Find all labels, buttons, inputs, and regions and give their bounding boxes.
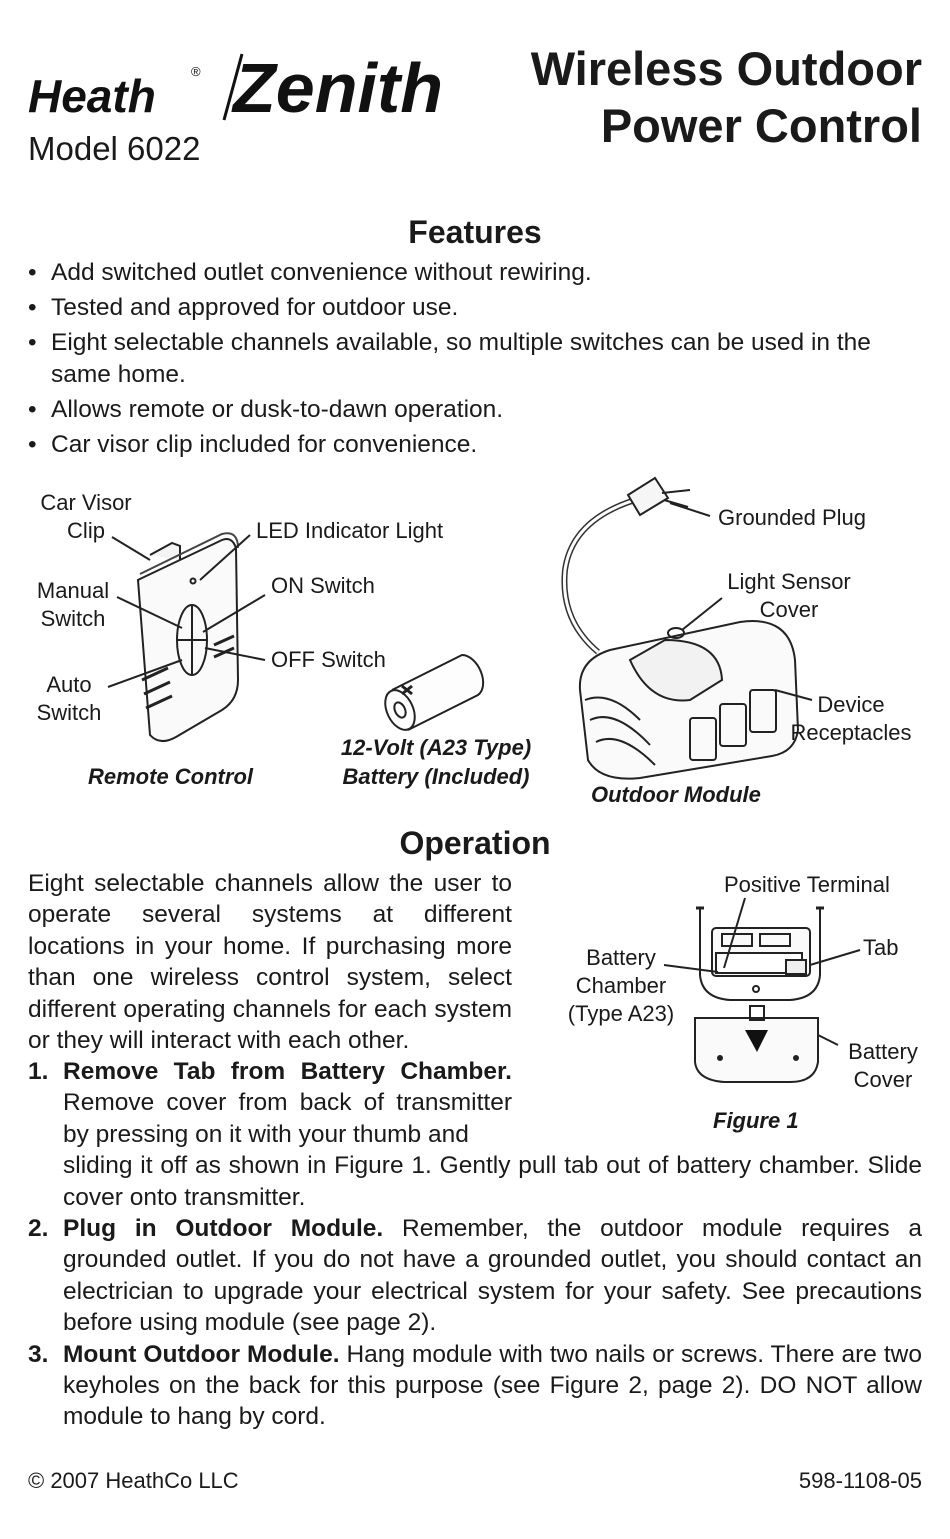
figure-1-drawing — [663, 897, 861, 1083]
outdoor-module-drawing — [561, 476, 800, 780]
step-number: 2. — [28, 1215, 49, 1243]
outdoor-module-caption: Outdoor Module — [591, 782, 761, 807]
step-text: Hang module with two nails or screws. Th… — [63, 1340, 922, 1431]
battery-caption-line1: 12-Volt (A23 Type) — [340, 735, 532, 760]
heath-zenith-logo: Heath ® Zenith — [28, 52, 443, 122]
logo-zenith-text: Zenith — [231, 52, 443, 122]
document-title: Wireless Outdoor Power Control — [531, 40, 922, 154]
car-visor-clip-label-line1: Car Visor — [40, 490, 132, 515]
title-line-1: Wireless Outdoor — [530, 42, 922, 95]
features-list: Add switched outlet convenience without … — [28, 257, 924, 464]
figure-1-caption: Figure 1 — [713, 1108, 799, 1133]
step-number: 3. — [28, 1340, 49, 1368]
light-sensor-cover-label-line1: Light Sensor — [727, 569, 851, 594]
battery-cover-label: Battery Cover — [840, 1038, 926, 1094]
manual-switch-label: Manual Switch — [28, 577, 118, 633]
light-sensor-cover-label: Light Sensor Cover — [716, 568, 862, 624]
operation-intro: Eight selectable channels allow the user… — [28, 870, 512, 1055]
feature-item: Allows remote or dusk-to-dawn operation. — [28, 394, 924, 426]
step-item: 2. Plug in Outdoor Module. Remember, the… — [28, 1213, 922, 1339]
step-title: Remove Tab from Battery Chamber. — [63, 1058, 512, 1085]
feature-item: Eight selectable channels available, so … — [28, 327, 924, 391]
logo-heath-text: Heath — [28, 70, 156, 122]
device-receptacles-label: Device Receptacles — [784, 691, 918, 747]
led-indicator-label: LED Indicator Light — [256, 518, 444, 543]
battery-chamber-label: Battery Chamber (Type A23) — [560, 944, 682, 1028]
step-item: 1. Remove Tab from Battery Chamber. Remo… — [28, 1056, 922, 1213]
battery-chamber-label-line3: (Type A23) — [567, 1001, 675, 1026]
manual-switch-label-line1: Manual — [36, 578, 110, 603]
logo-registered-mark: ® — [191, 64, 201, 79]
part-number: 598-1108-05 — [798, 1468, 922, 1493]
remote-control-caption: Remote Control — [88, 764, 253, 789]
step-text: Remove cover from back of transmitter by… — [63, 1089, 512, 1148]
step-number: 1. — [28, 1058, 49, 1085]
light-sensor-cover-label-line2: Cover — [759, 597, 819, 622]
battery-cover-label-line1: Battery — [848, 1039, 918, 1064]
step-text: Remember, the outdoor module requires a … — [63, 1215, 922, 1337]
operation-heading: Operation — [399, 825, 551, 861]
logo-slash — [222, 53, 244, 121]
step-text-continued: sliding it off as shown in Figure 1. Gen… — [63, 1152, 922, 1211]
feature-item: Tested and approved for outdoor use. — [28, 292, 924, 324]
feature-item: Add switched outlet convenience without … — [28, 257, 924, 289]
auto-switch-label-line1: Auto — [46, 672, 92, 697]
step-item: 3. Mount Outdoor Module. Hang module wit… — [28, 1339, 922, 1433]
auto-switch-label: Auto Switch — [28, 671, 110, 727]
operation-steps: 1. Remove Tab from Battery Chamber. Remo… — [28, 1056, 922, 1433]
step-title: Plug in Outdoor Module. — [63, 1215, 384, 1243]
step-title: Mount Outdoor Module. — [63, 1340, 340, 1368]
positive-terminal-label: Positive Terminal — [724, 872, 890, 897]
features-heading: Features — [408, 214, 542, 250]
manual-switch-label-line2: Switch — [40, 606, 106, 631]
feature-item: Car visor clip included for convenience. — [28, 429, 924, 461]
remote-control-drawing — [136, 532, 240, 742]
copyright-text: © 2007 HeathCo LLC — [28, 1468, 239, 1493]
on-switch-label: ON Switch — [271, 573, 375, 598]
car-visor-clip-label-line2: Clip — [67, 518, 105, 543]
auto-switch-label-line2: Switch — [36, 700, 102, 725]
battery-chamber-label-line1: Battery — [586, 945, 656, 970]
step-1-narrow-text: Remove Tab from Battery Chamber. Remove … — [63, 1056, 512, 1150]
battery-drawing — [384, 653, 485, 731]
device-receptacles-label-line2: Receptacles — [790, 720, 912, 745]
battery-caption-line2: Battery (Included) — [342, 764, 530, 789]
grounded-plug-label: Grounded Plug — [718, 505, 866, 530]
model-number: Model 6022 — [28, 130, 201, 167]
off-switch-label: OFF Switch — [271, 647, 386, 672]
device-receptacles-label-line1: Device — [817, 692, 885, 717]
battery-chamber-label-line2: Chamber — [575, 973, 667, 998]
battery-caption: 12-Volt (A23 Type) Battery (Included) — [320, 733, 552, 791]
car-visor-clip-label: Car Visor Clip — [36, 489, 136, 545]
tab-label: Tab — [863, 935, 899, 960]
title-line-2: Power Control — [600, 99, 922, 152]
battery-cover-label-line2: Cover — [853, 1067, 913, 1092]
